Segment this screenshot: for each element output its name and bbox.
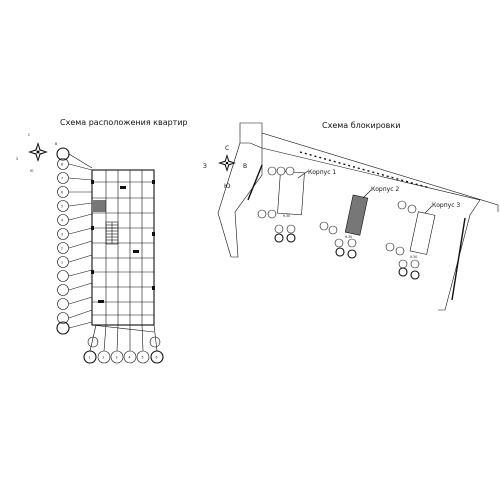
floor-marker: 5: [57, 200, 69, 212]
axis-marker: 3: [116, 356, 118, 360]
compass-right-north: С: [225, 145, 229, 152]
building-1-label: Корпус 1: [308, 169, 336, 176]
apartment-scheme-title: Схема расположения квартир: [60, 118, 188, 127]
compass-right-icon: [218, 154, 236, 172]
compass-right-east: В: [243, 163, 247, 170]
compass-left-west: З: [16, 157, 18, 161]
building-2-dimension: 9.30: [345, 235, 352, 239]
svg-text:5: 5: [61, 205, 63, 209]
svg-text:1: 1: [61, 261, 63, 265]
floor-marker: 4: [57, 214, 69, 226]
svg-text:8: 8: [61, 163, 63, 167]
block-scheme-title: Схема блокировки: [322, 121, 400, 130]
floor-marker: 1: [57, 256, 69, 268]
bottom-axis-markers: 1 2 3 4 5 6: [83, 324, 164, 364]
building-2: 9.30 Корпус 2: [319, 186, 399, 259]
compass-left-icon: [28, 142, 48, 162]
compass-left-south: Ю: [30, 169, 34, 173]
floor-marker: 8: [57, 158, 69, 170]
compass-left-north: С: [28, 133, 31, 137]
building-2-label: Корпус 2: [371, 186, 399, 193]
axis-marker: 6: [156, 356, 158, 360]
axis-marker: 4: [129, 356, 131, 360]
axis-marker: 5: [142, 356, 144, 360]
stairwell: [105, 221, 119, 245]
axis-marker: 2: [103, 356, 105, 360]
building-1-dimension: 9.30: [283, 214, 290, 218]
building-3: 9.30 Корпус 3: [385, 200, 460, 280]
floor-marker: 3: [57, 228, 69, 240]
building-3-dimension: 9.30: [410, 255, 417, 259]
svg-text:4: 4: [61, 219, 63, 223]
svg-text:6: 6: [61, 191, 63, 195]
floor-plan: [91, 169, 155, 333]
tree-rows: [247, 151, 466, 301]
building-1: 9.30 Корпус 1: [257, 166, 336, 243]
floor-marker: 2: [57, 242, 69, 254]
compass-right-west: З: [203, 163, 207, 170]
svg-text:2: 2: [61, 247, 63, 251]
svg-text:7: 7: [61, 177, 63, 181]
compass-left-east-label: В: [55, 142, 57, 146]
building-3-label: Корпус 3: [432, 202, 460, 209]
svg-text:3: 3: [61, 233, 63, 237]
floor-marker: 6: [57, 186, 69, 198]
leader-lines: [68, 153, 93, 329]
apartment-scheme: Схема расположения квартир С В З Ю 8 7 6…: [16, 118, 188, 364]
floor-marker: 7: [57, 172, 69, 184]
block-scheme: Схема блокировки С В З Ю 9.30: [203, 121, 499, 311]
axis-marker: 1: [89, 356, 91, 360]
floor-markers: 8 7 6 5 4 3 2 1: [56, 147, 70, 335]
compass-right-south: Ю: [224, 183, 231, 190]
